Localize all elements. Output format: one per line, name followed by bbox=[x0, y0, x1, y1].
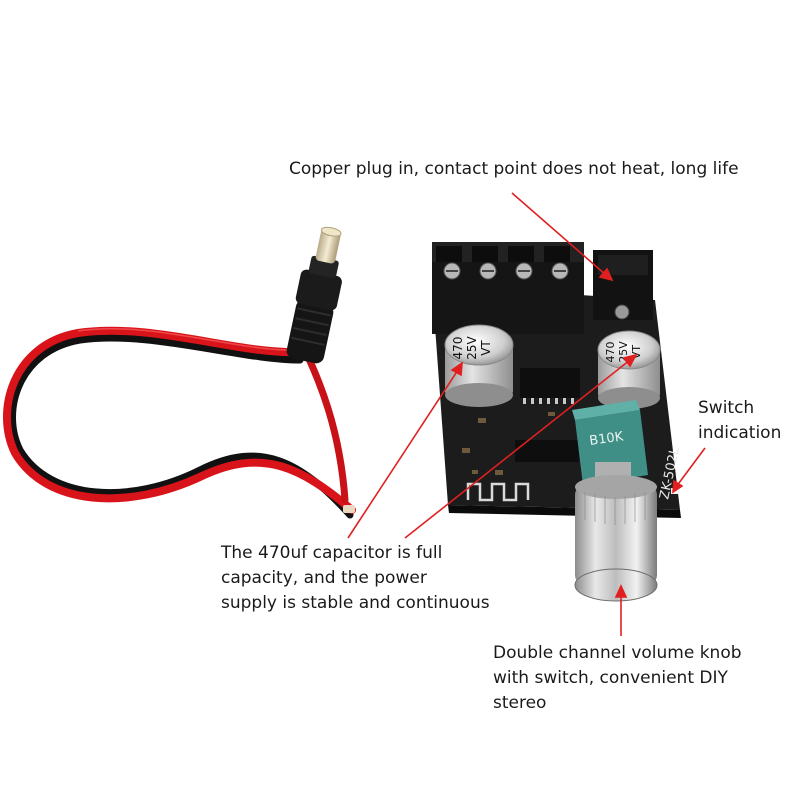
arrow-capacitor-right bbox=[404, 359, 631, 539]
capacitor-left-label-3: VT bbox=[479, 340, 493, 356]
capacitor-left-label-2: 25V bbox=[465, 335, 479, 359]
red-wire bbox=[3, 326, 356, 514]
wire-end-tip bbox=[343, 505, 355, 513]
arrow-capacitor-left bbox=[347, 369, 459, 539]
terminal-fins bbox=[436, 246, 570, 262]
caption-knob-line-3: stereo bbox=[493, 693, 547, 713]
potentiometer-marking: B10K bbox=[588, 429, 624, 449]
small-components bbox=[462, 412, 555, 475]
plug-ribs bbox=[291, 307, 332, 346]
caption-switch-indication: Switch indication bbox=[698, 396, 781, 446]
arrowhead-copper-plug bbox=[598, 267, 614, 282]
red-wire-highlight bbox=[77, 327, 298, 351]
caption-knob-line-2: with switch, convenient DIY bbox=[493, 668, 728, 688]
volume-knob bbox=[574, 475, 658, 602]
arrowhead-volume-knob bbox=[614, 584, 628, 598]
arrow-copper-plug bbox=[511, 192, 607, 276]
caption-switch-line-1: Switch bbox=[698, 398, 755, 418]
capacitor-left-label-1: 470 bbox=[451, 337, 465, 360]
terminal-screws bbox=[443, 262, 569, 280]
caption-capacitor-line-1: The 470uf capacitor is full bbox=[221, 543, 443, 563]
screw-terminal-block bbox=[432, 242, 584, 334]
chip-pins bbox=[523, 398, 574, 404]
capacitor-left: 470 25V VT bbox=[444, 324, 514, 407]
caption-knob-line-1: Double channel volume knob bbox=[493, 643, 742, 663]
arrowhead-capacitor-left bbox=[450, 361, 463, 377]
dc-plug bbox=[286, 226, 342, 364]
plug-tip-end bbox=[320, 226, 342, 237]
amplifier-chip bbox=[520, 368, 580, 398]
black-wire bbox=[9, 334, 354, 519]
potentiometer: B10K bbox=[572, 400, 648, 485]
dc-power-cable bbox=[3, 226, 356, 519]
caption-switch-line-2: indication bbox=[698, 423, 782, 443]
caption-copper-plug-line: Copper plug in, contact point does not h… bbox=[289, 159, 739, 179]
dc-power-jack bbox=[593, 250, 653, 320]
bluetooth-antenna-trace bbox=[466, 482, 530, 502]
annotation-arrows bbox=[347, 192, 706, 636]
arrow-switch-indication bbox=[675, 447, 706, 488]
capacitor-right: 470 25V VT bbox=[597, 330, 661, 409]
caption-copper-plug: Copper plug in, contact point does not h… bbox=[289, 157, 739, 182]
bluetooth-chip bbox=[515, 440, 579, 462]
amplifier-board: ZK-502L 470 25V VT 470 25V VT B10K bbox=[432, 242, 683, 602]
arrowhead-capacitor-right bbox=[622, 353, 638, 368]
caption-volume-knob: Double channel volume knob with switch, … bbox=[493, 641, 742, 716]
plug-metal-tip bbox=[315, 229, 341, 264]
caption-capacitor: The 470uf capacitor is full capacity, an… bbox=[221, 541, 490, 616]
caption-capacitor-line-3: supply is stable and continuous bbox=[221, 593, 490, 613]
arrowhead-switch-indication bbox=[672, 479, 684, 494]
knob-knurling bbox=[584, 492, 646, 525]
plug-body bbox=[295, 269, 342, 311]
caption-capacitor-line-2: capacity, and the power bbox=[221, 568, 427, 588]
capacitor-right-label-1: 470 bbox=[604, 342, 617, 363]
